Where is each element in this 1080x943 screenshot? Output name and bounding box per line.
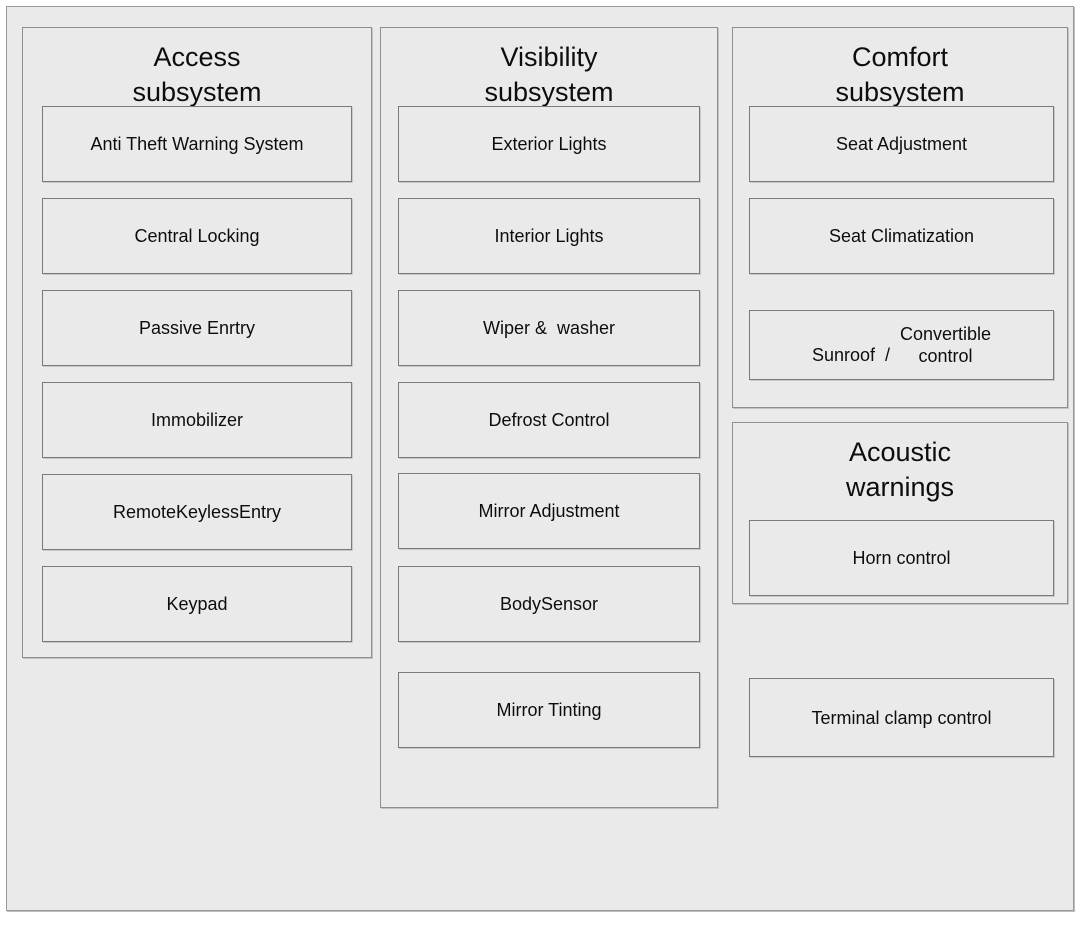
component-terminal-clamp-control[interactable]: Terminal clamp control [749, 678, 1054, 757]
component-label: Immobilizer [150, 410, 243, 430]
component-seat-climatization[interactable]: Seat Climatization [749, 198, 1054, 274]
sunroof-label: Sunroof [811, 345, 875, 365]
convertible-control-label: Convertible control [900, 324, 992, 366]
component-sunroof-convertible-control[interactable]: Sunroof / Convertible control [749, 310, 1054, 380]
component-horn-control[interactable]: Horn control [749, 520, 1054, 596]
component-label: Defrost Control [488, 410, 610, 430]
component-label: Seat Climatization [828, 226, 975, 246]
component-remote-keyless-entry[interactable]: RemoteKeylessEntry [42, 474, 352, 550]
component-label: Keypad [166, 594, 228, 614]
component-label: BodySensor [499, 594, 599, 614]
slash-separator: / [884, 345, 890, 365]
component-seat-adjustment[interactable]: Seat Adjustment [749, 106, 1054, 182]
component-label: Terminal clamp control [811, 707, 992, 728]
component-exterior-lights[interactable]: Exterior Lights [398, 106, 700, 182]
component-immobilizer[interactable]: Immobilizer [42, 382, 352, 458]
component-label: Passive Enrtry [138, 318, 256, 338]
component-passive-entry[interactable]: Passive Enrtry [42, 290, 352, 366]
component-mirror-adjustment[interactable]: Mirror Adjustment [398, 473, 700, 549]
component-anti-theft-warning-system[interactable]: Anti Theft Warning System [42, 106, 352, 182]
group-title-visibility: Visibility subsystem [484, 42, 614, 107]
group-title-acoustic-warnings: Acoustic warnings [845, 437, 955, 502]
component-label: RemoteKeylessEntry [112, 502, 282, 522]
component-label: Anti Theft Warning System [90, 134, 304, 154]
component-mirror-tinting[interactable]: Mirror Tinting [398, 672, 700, 748]
component-label: Mirror Adjustment [478, 501, 620, 521]
component-label: Interior Lights [494, 226, 604, 246]
group-title-access: Access subsystem [132, 42, 262, 107]
component-label: Seat Adjustment [835, 134, 968, 154]
component-label: Mirror Tinting [496, 700, 602, 720]
component-wiper-and-washer[interactable]: Wiper & washer [398, 290, 700, 366]
component-defrost-control[interactable]: Defrost Control [398, 382, 700, 458]
component-label: Exterior Lights [491, 134, 607, 154]
component-keypad[interactable]: Keypad [42, 566, 352, 642]
component-label: Wiper & washer [482, 318, 616, 338]
sunroof-convertible-split-label: Sunroof / Convertible control [750, 323, 1053, 367]
component-label: Horn control [852, 548, 951, 568]
component-label: Central Locking [134, 226, 260, 246]
component-interior-lights[interactable]: Interior Lights [398, 198, 700, 274]
component-central-locking[interactable]: Central Locking [42, 198, 352, 274]
component-body-sensor[interactable]: BodySensor [398, 566, 700, 642]
group-title-comfort: Comfort subsystem [835, 42, 965, 107]
